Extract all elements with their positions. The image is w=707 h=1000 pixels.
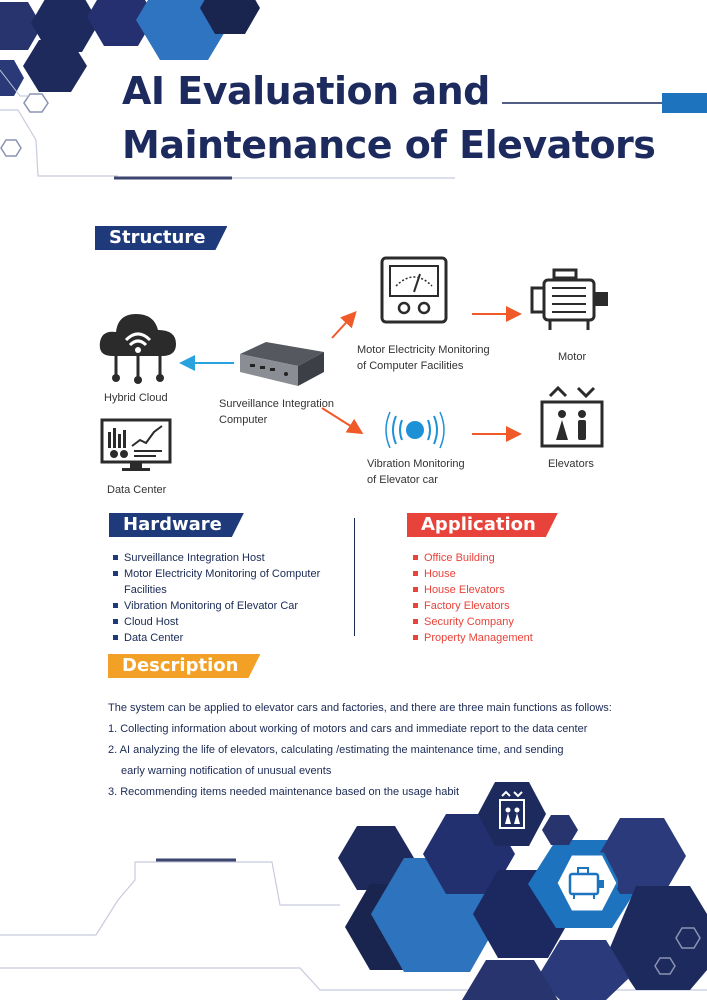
motor-hex-icon	[556, 852, 618, 914]
list-item: Security Company	[413, 614, 633, 630]
description-item-1: 1. Collecting information about working …	[108, 723, 588, 735]
hardware-list: Surveillance Integration Host Motor Elec…	[113, 550, 333, 646]
list-item: Surveillance Integration Host	[113, 550, 333, 566]
description-item-2-cont: early warning notification of unusual ev…	[121, 765, 332, 777]
list-item: Motor Electricity Monitoring of Computer…	[113, 566, 333, 598]
list-item: Office Building	[413, 550, 633, 566]
list-item: Factory Elevators	[413, 598, 633, 614]
application-heading: Application	[407, 513, 558, 537]
computer-box-icon	[240, 342, 324, 386]
cloud-network-icon	[99, 314, 176, 384]
motor-monitoring-line-1: Motor Electricity Monitoring	[357, 344, 490, 356]
vibration-sensor-icon	[385, 411, 445, 449]
motor-monitoring-line-2: of Computer Facilities	[357, 360, 464, 372]
top-left-hexagon-decoration	[0, 0, 707, 180]
vibration-line-1: Vibration Monitoring	[367, 458, 465, 470]
meter-gauge-icon	[380, 256, 448, 324]
description-intro: The system can be applied to elevator ca…	[108, 702, 612, 714]
structure-heading: Structure	[95, 226, 227, 250]
hybrid-cloud-label: Hybrid Cloud	[104, 392, 168, 404]
elevator-icon	[540, 385, 604, 448]
column-divider	[354, 518, 355, 636]
arrow-to-vibration	[321, 407, 364, 435]
description-body: The system can be applied to elevator ca…	[108, 698, 668, 803]
list-item: Cloud Host	[113, 614, 333, 630]
page-title: AI Evaluation and Maintenance of Elevato…	[122, 64, 682, 172]
arrow-to-motor-monitor	[331, 311, 357, 339]
description-heading: Description	[108, 654, 260, 678]
list-item: Property Management	[413, 630, 633, 646]
description-item-3: 3. Recommending items needed maintenance…	[108, 786, 460, 798]
list-item: House Elevators	[413, 582, 633, 598]
motor-icon	[530, 268, 608, 330]
motor-monitoring-label: Motor Electricity Monitoring of Computer…	[357, 342, 490, 374]
surveillance-computer-label: Surveillance Integration Computer	[219, 396, 334, 428]
hardware-heading: Hardware	[109, 513, 244, 537]
elevator-hex-icon	[478, 782, 546, 846]
surveillance-label-line-2: Computer	[219, 414, 268, 426]
data-center-monitor-icon	[100, 418, 172, 471]
title-line-2: Maintenance of Elevators	[122, 123, 656, 167]
vibration-line-2: of Elevator car	[367, 474, 438, 486]
elevators-label: Elevators	[548, 458, 594, 470]
description-item-2: 2. AI analyzing the life of elevators, c…	[108, 744, 564, 756]
list-item: Data Center	[113, 630, 333, 646]
list-item: House	[413, 566, 633, 582]
title-line-1: AI Evaluation and	[122, 69, 490, 113]
structure-arrows	[179, 306, 522, 442]
surveillance-label-line-1: Surveillance Integration	[219, 398, 334, 410]
motor-label: Motor	[558, 351, 587, 363]
list-item: Vibration Monitoring of Elevator Car	[113, 598, 333, 614]
vibration-monitoring-label: Vibration Monitoring of Elevator car	[367, 456, 465, 488]
application-list: Office Building House House Elevators Fa…	[413, 550, 633, 646]
data-center-label: Data Center	[107, 484, 167, 496]
